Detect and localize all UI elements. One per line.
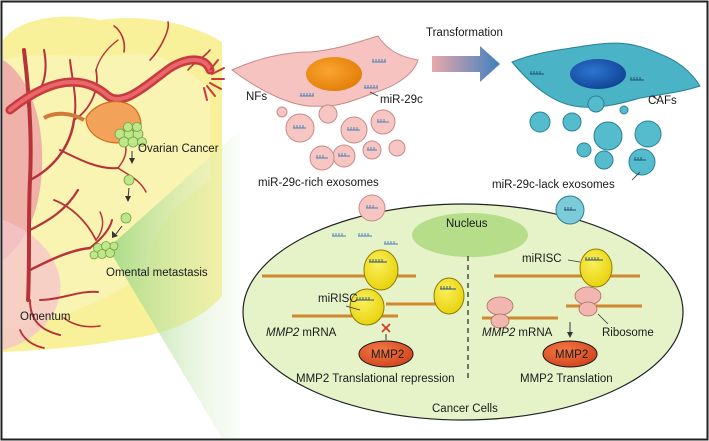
mmp2-protein-left: MMP2 (358, 340, 414, 368)
mirisc-right (579, 248, 613, 288)
svg-text:MMP2: MMP2 (555, 349, 588, 361)
cancer-cells-label: Cancer Cells (432, 403, 498, 415)
translation-label: MMP2 Translation (520, 373, 613, 385)
mrna-left-suffix: mRNA (299, 327, 336, 339)
transformation-arrow (432, 46, 500, 82)
ribosome-right (574, 286, 602, 317)
mir29c-label: miR-29c (380, 94, 423, 106)
mrna-right-suffix: mRNA (515, 327, 552, 339)
omental-metastasis-label: Omental metastasis (106, 267, 208, 279)
caf-mirna (530, 71, 644, 81)
mrna-left-label: MMP2 mRNA (266, 327, 337, 339)
fallopian-tube (5, 55, 225, 115)
omental-metastasis-cluster (89, 241, 119, 260)
rich-exosomes-label: miR-29c-rich exosomes (258, 177, 379, 189)
nf-nucleus (306, 57, 362, 91)
transformation-label: Transformation (426, 27, 503, 39)
cancer-cell (242, 203, 684, 421)
tumor-cluster (114, 122, 147, 148)
nf-mirna (300, 59, 386, 97)
omentum-label: Omentum (20, 311, 71, 323)
rich-exosome-mirna (293, 119, 389, 159)
mrna-right-label: MMP2 mRNA (482, 327, 553, 339)
right-mrna-complex (482, 248, 642, 338)
repression-label: MMP2 Translational repression (296, 373, 455, 385)
repression-cross (381, 323, 391, 333)
nucleus-label: Nucleus (446, 218, 488, 230)
ribosome-label: Ribosome (602, 327, 654, 339)
svg-text:MMP2: MMP2 (371, 349, 404, 361)
mirisc-left-3 (433, 277, 465, 315)
mirisc-right-label: miRISC (522, 253, 562, 265)
caf-nucleus (570, 59, 626, 89)
mirisc-left-1 (363, 249, 399, 291)
caf-cell (511, 42, 701, 108)
cafs-label: CAFs (648, 95, 677, 107)
ribosome-left (486, 296, 514, 329)
mmp2-protein-right: MMP2 (542, 340, 598, 368)
lack-exosome-mirna (634, 157, 646, 161)
ovarian-cancer-label: Ovarian Cancer (138, 143, 219, 155)
mmp2-gene-right: MMP2 (482, 327, 516, 339)
cancer-cell-mirna (332, 233, 398, 245)
nf-cell (231, 35, 419, 107)
mirisc-left-label: miRISC (318, 293, 358, 305)
mmp2-gene-left: MMP2 (266, 327, 300, 339)
nfs-label: NFs (246, 91, 267, 103)
metastasis-path (112, 151, 135, 238)
lack-exosomes-label: miR-29c-lack exosomes (492, 179, 615, 191)
nucleus (412, 213, 528, 257)
magnification-fan (108, 130, 240, 438)
left-mrna-complex (262, 249, 465, 326)
lack-exosomes (529, 95, 662, 176)
